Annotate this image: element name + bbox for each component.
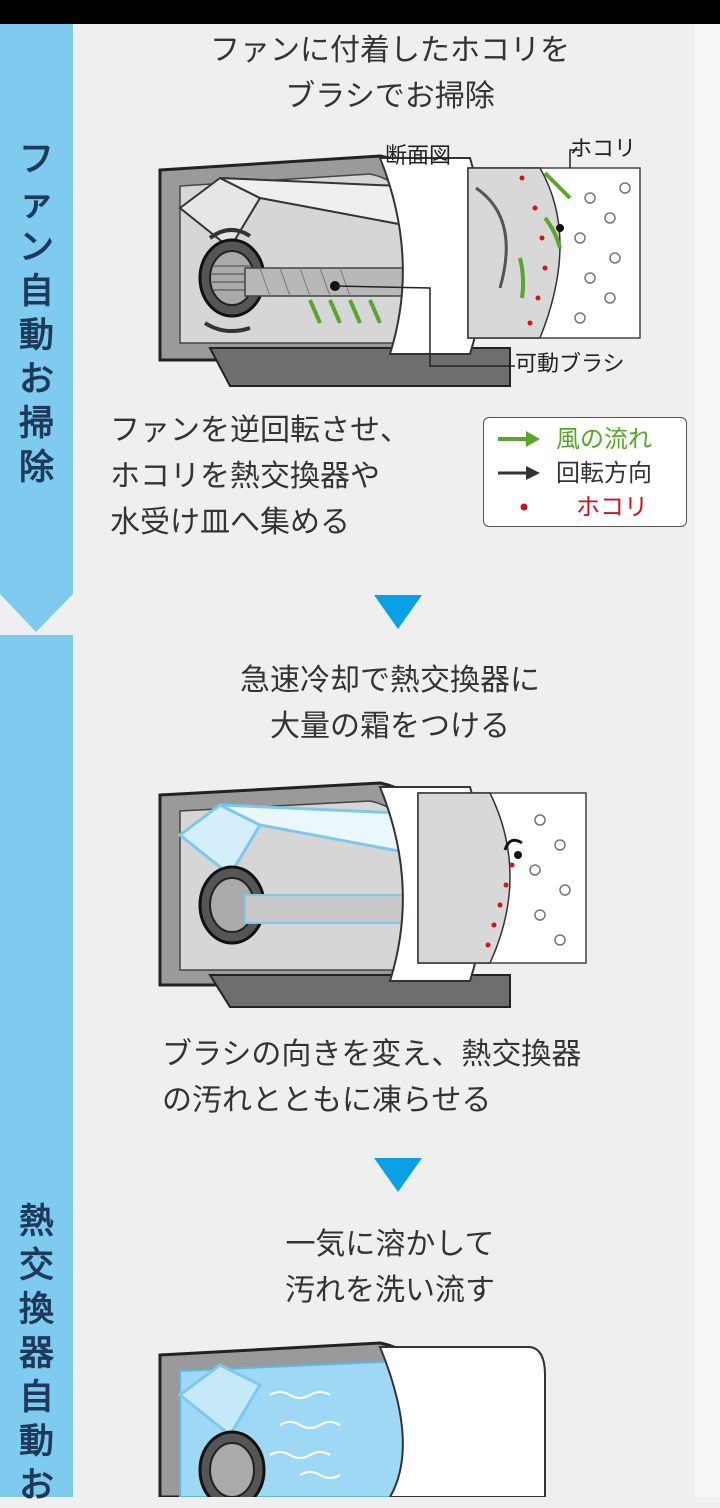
sidebar-heat-exchanger-clean bbox=[0, 635, 73, 1497]
step1-description: ファンを逆回転させ、 ホコリを熱交換器や 水受け皿へ集める bbox=[110, 413, 410, 540]
legend-airflow: 風の流れ bbox=[484, 424, 688, 454]
step1-heading: ファンに付着したホコリを ブラシでお掃除 bbox=[210, 33, 570, 114]
sidebar-fan-auto-clean bbox=[0, 24, 73, 594]
legend-box: 風の流れ 回転方向 ホコリ bbox=[483, 417, 687, 527]
top-status-bar bbox=[0, 0, 720, 24]
red-dot-icon bbox=[520, 503, 528, 511]
movable-brush-label: 可動ブラシ bbox=[515, 352, 625, 377]
sidebar-fan-auto-clean-title: フ ァ ン 自 動 お 掃 除 bbox=[18, 140, 54, 488]
step2-heading: 急速冷却で熱交換器に 大量の霜をつける bbox=[240, 663, 540, 744]
right-margin bbox=[695, 24, 720, 1497]
green-arrow-icon bbox=[498, 431, 540, 447]
step1-aircon-illustration bbox=[158, 149, 641, 387]
step-arrow-icon bbox=[374, 1158, 422, 1192]
cross-section-label: 断面図 bbox=[385, 144, 452, 169]
dust-label: ホコリ bbox=[570, 137, 637, 162]
step3-heading: 一気に溶かして 汚れを洗い流す bbox=[285, 1227, 495, 1308]
step2-aircon-frost-illustration bbox=[158, 781, 587, 1008]
sidebar-point-arrow bbox=[0, 594, 73, 632]
step3-aircon-wash-illustration bbox=[158, 1341, 546, 1497]
step-arrow-icon bbox=[374, 595, 422, 629]
step2-description: ブラシの向きを変え、熱交換器 の汚れとともに凍らせる bbox=[162, 1037, 582, 1118]
legend-dust: ホコリ bbox=[484, 492, 688, 522]
legend-rotation: 回転方向 bbox=[484, 458, 688, 488]
gray-arrow-icon bbox=[498, 466, 540, 480]
sidebar-heat-exchanger-clean-title: 熱 交 換 器 自 動 お bbox=[18, 1202, 54, 1506]
